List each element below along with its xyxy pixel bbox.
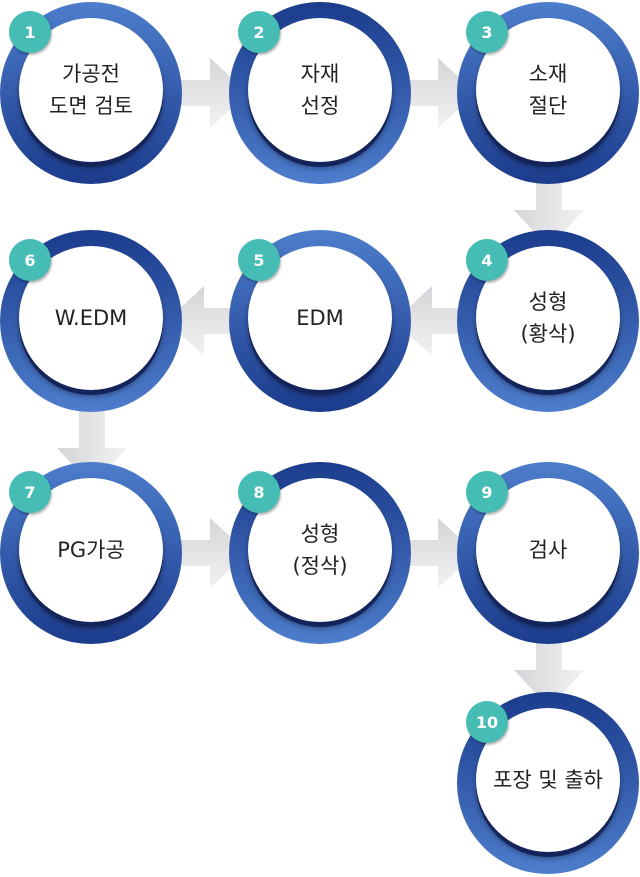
step-number-badge: 7: [9, 471, 51, 513]
arrow-right-icon: [180, 518, 248, 588]
step-number-badge: 3: [466, 11, 508, 53]
step-label: W.EDM: [54, 306, 128, 330]
step-number-badge: 2: [238, 11, 280, 53]
process-step-5: EDM 5: [229, 230, 411, 412]
step-label: 포장 및 출하: [493, 768, 603, 792]
step-label: EDM: [296, 306, 344, 330]
step-number-badge: 10: [466, 701, 508, 743]
step-label: PG가공: [57, 538, 125, 562]
process-step-8: 성형 (정삭) 8: [229, 462, 411, 644]
step-label: 성형 (황삭): [520, 290, 576, 346]
arrow-right-icon: [408, 518, 476, 588]
process-step-1: 가공전 도면 검토 1: [0, 2, 182, 184]
arrow-left-icon: [166, 286, 234, 356]
process-step-10: 포장 및 출하 10: [457, 692, 639, 874]
process-step-2: 자재 선정 2: [229, 2, 411, 184]
step-label: 소재 절단: [528, 62, 568, 118]
arrow-left-icon: [394, 286, 462, 356]
step-number-badge: 4: [466, 239, 508, 281]
step-number-badge: 5: [238, 239, 280, 281]
process-step-6: W.EDM 6: [0, 230, 182, 412]
step-label: 가공전 도면 검토: [49, 62, 133, 118]
step-number-badge: 1: [9, 11, 51, 53]
step-label: 성형 (정삭): [292, 522, 348, 578]
arrow-right-icon: [180, 58, 248, 128]
arrow-down-icon: [514, 640, 584, 708]
process-step-4: 성형 (황삭) 4: [457, 230, 639, 412]
step-label: 검사: [528, 538, 568, 562]
step-label: 자재 선정: [300, 62, 340, 118]
process-step-9: 검사 9: [457, 462, 639, 644]
process-step-3: 소재 절단 3: [457, 2, 639, 184]
step-number-badge: 6: [9, 239, 51, 281]
step-number-badge: 9: [466, 471, 508, 513]
step-number-badge: 8: [238, 471, 280, 513]
process-step-7: PG가공 7: [0, 462, 182, 644]
arrow-right-icon: [408, 58, 476, 128]
arrow-down-icon: [514, 180, 584, 248]
